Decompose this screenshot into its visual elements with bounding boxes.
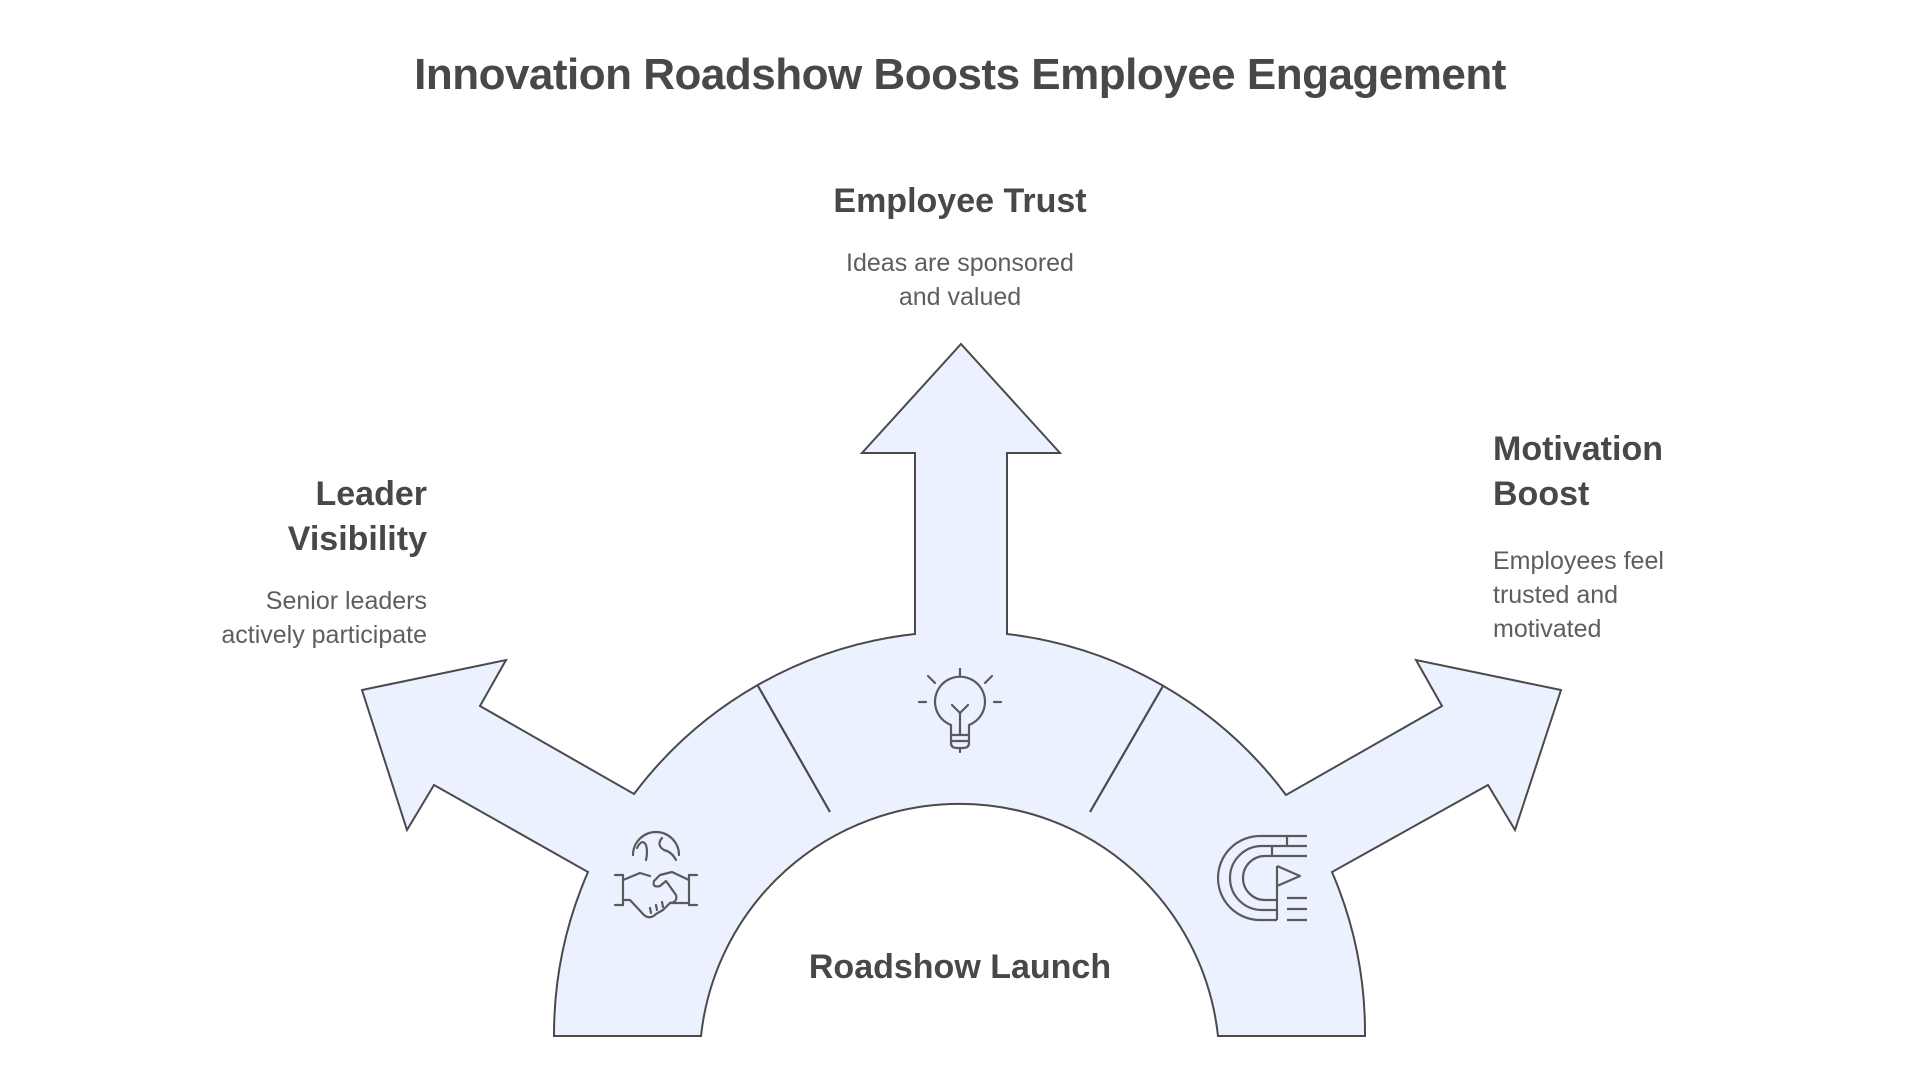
lightbulb-icon (917, 667, 1003, 754)
track-flag-icon (1216, 834, 1307, 922)
leader-visibility-heading: Leader Visibility (127, 472, 427, 562)
leader-visibility-heading-line1: Leader (315, 475, 428, 513)
handshake-globe-icon (613, 830, 699, 919)
diagram-title: Innovation Roadshow Boosts Employee Enga… (414, 50, 1506, 99)
employee-trust-heading: Employee Trust (833, 182, 1087, 220)
leader-visibility-description: Senior leaders actively participate (127, 584, 427, 652)
motivation-boost-description-line1: Employees feel (1493, 547, 1664, 575)
motivation-boost-description: Employees feel trusted and motivated (1493, 544, 1793, 646)
motivation-boost-heading-line1: Motivation (1493, 430, 1663, 468)
employee-trust-description: Ideas are sponsored and valued (760, 246, 1160, 314)
motivation-boost-description-line2: trusted and (1493, 581, 1619, 609)
leader-visibility-description-line1: Senior leaders (265, 587, 427, 615)
divider-right (1089, 685, 1164, 813)
leader-visibility-description-line2: actively participate (221, 621, 427, 649)
arch-shape (360, 342, 1563, 1037)
employee-trust-description-line1: Ideas are sponsored (846, 249, 1074, 277)
motivation-boost-heading-line2: Boost (1493, 475, 1590, 513)
motivation-boost-description-line3: motivated (1493, 615, 1602, 643)
divider-left (757, 685, 831, 813)
roadshow-launch-label: Roadshow Launch (808, 948, 1112, 986)
leader-visibility-heading-line2: Visibility (287, 520, 427, 558)
employee-trust-description-line2: and valued (898, 283, 1022, 311)
motivation-boost-heading: Motivation Boost (1493, 427, 1793, 517)
